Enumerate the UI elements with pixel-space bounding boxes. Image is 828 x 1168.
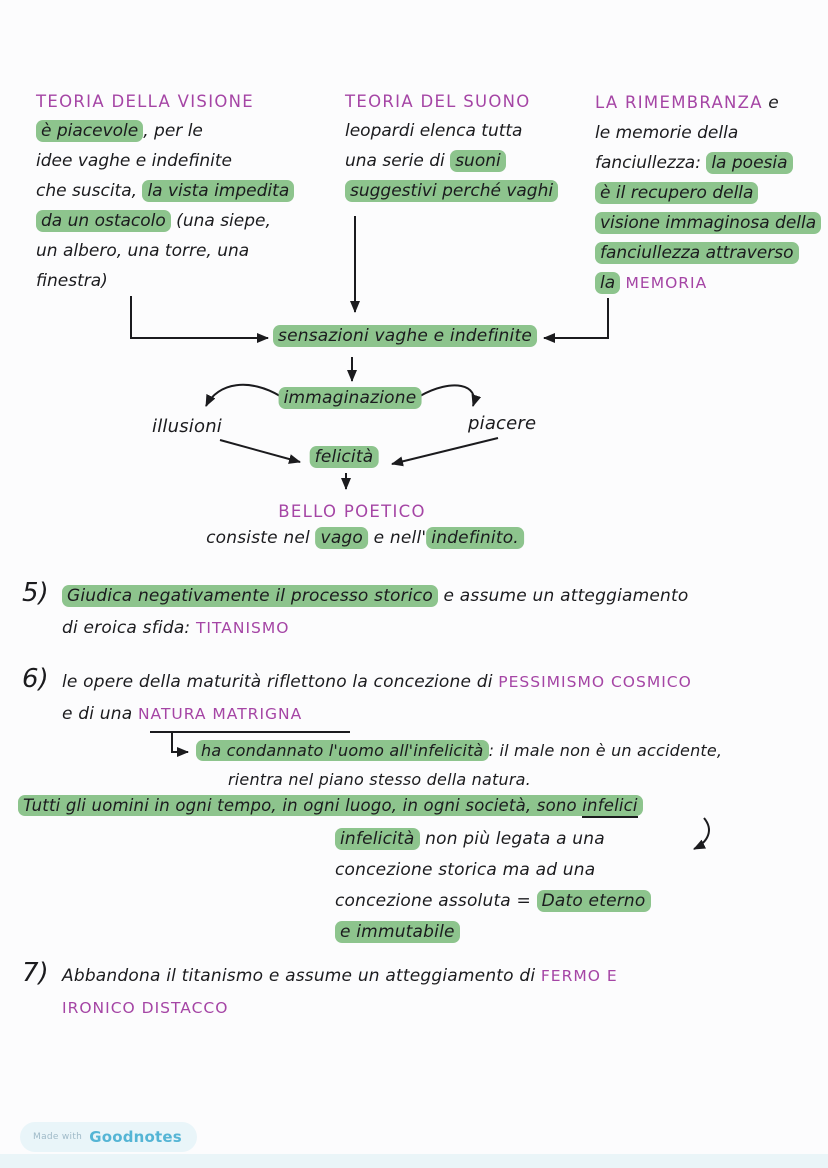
purple-keyword-pessimismo-cosmico: PESSIMISMO COSMICO — [498, 673, 692, 691]
highlighted-text: la — [595, 272, 621, 294]
infelicita-line-4: e immutabile — [335, 917, 651, 948]
item-6-infelicita-block: infelicità non più legata a una concezio… — [335, 824, 651, 948]
handwritten-line: leopardi elenca tutta — [345, 121, 523, 141]
natura-matrigna-elbow-arrow — [171, 732, 189, 757]
goodnotes-badge[interactable]: Made with Goodnotes — [20, 1122, 197, 1152]
purple-keyword-fermo-e: FERMO E — [540, 967, 618, 985]
highlighted-text: vago — [315, 527, 369, 549]
highlighted-text: è il recupero della — [595, 182, 759, 204]
item-6-tutti-line: Tutti gli uomini in ogni tempo, in ogni … — [18, 795, 643, 818]
highlighted-text: infelicità — [335, 828, 420, 850]
handwritten-line: è piacevole, per le — [36, 116, 294, 146]
handwritten-line: la MEMORIA — [595, 268, 821, 298]
item-6-arrow-note-line-2: rientra nel piano stesso della natura. — [228, 770, 531, 789]
connector-immaginazione-to-piacere — [419, 384, 482, 407]
connector-visione-to-sensazioni — [130, 296, 269, 343]
handwritten-line: una serie di suoni — [345, 146, 558, 176]
handwritten-line: idee vaghe e indefinite — [36, 151, 232, 171]
highlighted-text: Tutti gli uomini in ogni tempo, in ogni … — [18, 795, 643, 818]
handwritten-line: un albero, una torre, una — [36, 241, 250, 261]
handwritten-line: finestra) — [36, 271, 108, 291]
infelicita-line-3: concezione assoluta = Dato eterno — [335, 886, 651, 917]
highlighted-text: è piacevole — [36, 120, 144, 142]
item-6-arrow-note-line-1: ha condannato l'uomo all'infelicità: il … — [196, 740, 722, 761]
flow-caption-consiste: consiste nel vago e nell'indefinito. — [206, 527, 524, 549]
item-5-line-2: di eroica sfida: TITANISMO — [62, 618, 290, 638]
handwritten-line: fanciullezza attraverso — [595, 238, 821, 268]
highlighted-text: e immutabile — [335, 921, 460, 943]
handwritten-line: da un ostacolo (una siepe, — [36, 206, 294, 236]
infelicita-line-2: concezione storica ma ad una — [335, 860, 596, 880]
flow-node-illusioni: illusioni — [152, 416, 223, 437]
handwritten-line: che suscita, la vista impedita — [36, 176, 295, 206]
connector-illusioni-to-felicita — [219, 439, 301, 464]
column-teoria-suono: TEORIA DEL SUONO leopardi elenca tutta u… — [345, 88, 559, 206]
highlighted-text: Giudica negativamente il processo storic… — [62, 585, 438, 607]
item-7-number: 7) — [22, 958, 49, 988]
handwritten-line: è il recupero della — [595, 178, 821, 208]
handwritten-line: fanciullezza: la poesia — [595, 148, 821, 178]
column-heading: TEORIA DEL SUONO — [345, 92, 531, 111]
flow-node-felicita: felicità — [309, 446, 379, 468]
item-6-line-1: le opere della maturità riflettono la co… — [62, 672, 692, 692]
item-6-number: 6) — [22, 664, 49, 694]
highlighted-text: suggestivi perché vaghi — [345, 180, 559, 202]
flow-node-bello-poetico: BELLO POETICO — [278, 502, 426, 521]
item-5-number: 5) — [22, 578, 49, 608]
purple-keyword: MEMORIA — [625, 274, 708, 292]
column-rimembranza: LA RIMEMBRANZA e le memorie della fanciu… — [595, 88, 822, 298]
infelici-curved-arrow — [693, 817, 710, 850]
column-heading: TEORIA DELLA VISIONE — [36, 92, 255, 111]
column-heading: LA RIMEMBRANZA e — [595, 93, 779, 113]
footer-strip — [0, 1154, 828, 1168]
highlighted-text: visione immaginosa della — [595, 212, 822, 234]
item-7-line-1: Abbandona il titanismo e assume un atteg… — [62, 966, 618, 986]
highlighted-text: indefinito. — [426, 527, 524, 549]
goodnotes-logo-text: Goodnotes — [89, 1128, 182, 1146]
connector-piacere-to-felicita — [391, 437, 499, 467]
item-6-line-2: e di una NATURA MATRIGNA — [62, 704, 303, 724]
highlighted-text: Dato eterno — [536, 890, 651, 912]
connector-rimembranza-to-sensazioni — [543, 298, 609, 343]
underlined-infelici: infelici — [582, 796, 638, 818]
handwritten-line: suggestivi perché vaghi — [345, 176, 559, 206]
flow-node-piacere: piacere — [468, 413, 537, 434]
item-5-line-1: Giudica negativamente il processo storic… — [62, 585, 688, 607]
flow-node-immaginazione: immaginazione — [278, 387, 422, 409]
highlighted-text: fanciullezza attraverso — [595, 242, 799, 264]
highlighted-text: la vista impedita — [142, 180, 295, 202]
column-teoria-visione: TEORIA DELLA VISIONE è piacevole, per le… — [36, 88, 295, 296]
highlighted-text: suoni — [450, 150, 506, 172]
made-with-label: Made with — [33, 1132, 83, 1142]
highlighted-text: ha condannato l'uomo all'infelicità — [196, 740, 489, 761]
infelicita-line-1: infelicità non più legata a una — [335, 824, 651, 855]
item-7-line-2: IRONICO DISTACCO — [62, 998, 228, 1017]
handwritten-line: le memorie della — [595, 123, 739, 143]
connector-immaginazione-to-illusioni — [205, 383, 281, 407]
highlighted-text: da un ostacolo — [36, 210, 171, 232]
purple-keyword-natura-matrigna: NATURA MATRIGNA — [137, 705, 303, 723]
highlighted-text: la poesia — [706, 152, 793, 174]
purple-keyword-ironico-distacco: IRONICO DISTACCO — [62, 999, 229, 1017]
flow-node-sensazioni: sensazioni vaghe e indefinite — [273, 325, 537, 347]
purple-keyword-titanismo: TITANISMO — [195, 619, 290, 637]
handwritten-line: visione immaginosa della — [595, 208, 822, 238]
